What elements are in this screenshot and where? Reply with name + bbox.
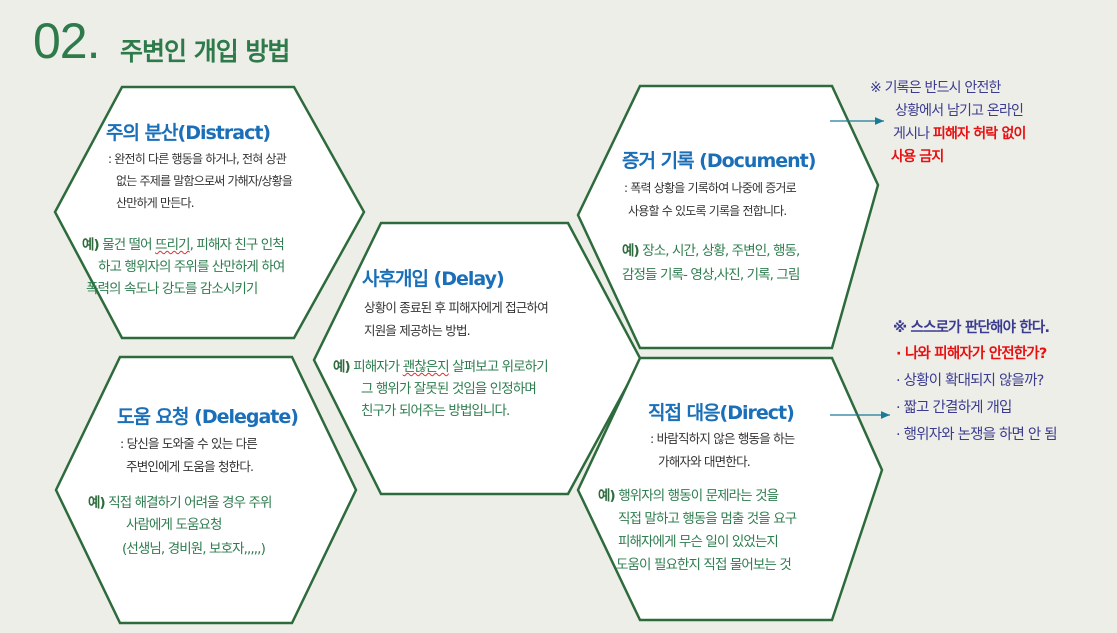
distract-example-2: 하고 행위자의 주위를 산만하게 하여 bbox=[98, 259, 285, 275]
delegate-desc-1: : 당신을 도와줄 수 있는 다른 bbox=[120, 436, 258, 451]
direct-example-1: 예) 행위자의 행동이 문제라는 것을 bbox=[598, 488, 779, 504]
direct-title: 직접 대응(Direct) bbox=[648, 402, 795, 424]
delay-example-1: 예) 피해자가 괜찮은지 살펴보고 위로하기 bbox=[333, 359, 549, 375]
distract-desc-1: : 완전히 다른 행동을 하거나, 전혀 상관 bbox=[108, 152, 287, 166]
warning-text: 피해자 허락 없이 bbox=[932, 126, 1027, 142]
document-note-line-3: 게시나 피해자 허락 없이 bbox=[893, 126, 1027, 142]
delay-desc-1: 상황이 종료된 후 피해자에게 접근하여 bbox=[364, 300, 549, 315]
document-note-line-1: ※ 기록은 반드시 안전한 bbox=[870, 80, 1001, 96]
delegate-example-3: (선생님, 경비원, 보호자,,,,,) bbox=[122, 541, 266, 557]
direct-example-3: 피해자에게 무슨 일이 있었는지 bbox=[618, 534, 779, 550]
hexagon-distract bbox=[53, 85, 366, 340]
distract-title: 주의 분산(Distract) bbox=[106, 122, 271, 144]
direct-desc-1: : 바람직하지 않은 행동을 하는 bbox=[650, 431, 795, 446]
document-example-1: 예) 장소, 시간, 상황, 주변인, 행동, bbox=[622, 243, 800, 259]
delegate-desc-2: 주변인에게 도움을 청한다. bbox=[126, 459, 254, 474]
delay-example-2: 그 행위가 잘못된 것임을 인정하며 bbox=[361, 381, 537, 397]
hexagon-document bbox=[576, 84, 880, 350]
direct-note-item-2: · 상황이 확대되지 않을까? bbox=[896, 373, 1044, 389]
example-mark: 예) bbox=[333, 359, 351, 375]
direct-desc-2: 가해자와 대면한다. bbox=[658, 454, 751, 469]
direct-note-item-3: · 짧고 간결하게 개입 bbox=[896, 400, 1012, 416]
hexagon-delay bbox=[312, 221, 643, 496]
delay-desc-2: 지원을 제공하는 방법. bbox=[364, 323, 471, 338]
example-mark: 예) bbox=[622, 243, 640, 259]
section-number: 02. bbox=[33, 13, 101, 69]
page-title: 주변인 개입 방법 bbox=[120, 37, 290, 66]
direct-note-item-1: · 나와 피해자가 안전한가? bbox=[896, 346, 1047, 362]
hexagon-direct bbox=[576, 356, 884, 622]
direct-example-2: 직접 말하고 행동을 멈출 것을 요구 bbox=[618, 511, 797, 527]
document-desc-1: : 폭력 상황을 기록하여 나중에 증거로 bbox=[624, 181, 797, 195]
hexagon-delegate bbox=[54, 355, 358, 625]
reference-mark-icon: ※ bbox=[870, 80, 882, 96]
document-example-2: 감정들 기록- 영상,사진, 기록, 그림 bbox=[622, 267, 800, 283]
distract-desc-2: 없는 주제를 말함으로써 가해자/상황을 bbox=[116, 174, 293, 188]
delegate-title: 도움 요청 (Delegate) bbox=[117, 406, 299, 428]
document-note-line-2: 상황에서 남기고 온라인 bbox=[895, 103, 1024, 119]
distract-desc-3: 산만하게 만든다. bbox=[116, 196, 195, 210]
direct-note-item-4: · 행위자와 논쟁을 하면 안 됨 bbox=[896, 427, 1058, 443]
delegate-example-1: 예) 직접 해결하기 어려울 경우 주위 bbox=[88, 495, 272, 511]
distract-example-3: 폭력의 속도나 강도를 감소시키기 bbox=[86, 281, 258, 297]
document-note-line-4: 사용 금지 bbox=[891, 149, 944, 165]
direct-note-heading: ※ 스스로가 판단해야 한다. bbox=[893, 320, 1050, 336]
example-mark: 예) bbox=[82, 237, 100, 253]
document-title: 증거 기록 (Document) bbox=[622, 150, 816, 172]
delay-example-3: 친구가 되어주는 방법입니다. bbox=[361, 403, 510, 419]
example-mark: 예) bbox=[598, 488, 616, 504]
document-desc-2: 사용할 수 있도록 기록을 전합니다. bbox=[628, 204, 787, 218]
direct-example-4: 도움이 필요한지 직접 물어보는 것 bbox=[616, 557, 792, 573]
example-mark: 예) bbox=[88, 495, 106, 511]
delegate-example-2: 사람에게 도움요청 bbox=[126, 517, 222, 533]
distract-example-1: 예) 물건 떨어 뜨리기, 피해자 친구 인척 bbox=[82, 237, 285, 253]
delay-title: 사후개입 (Delay) bbox=[362, 268, 505, 290]
